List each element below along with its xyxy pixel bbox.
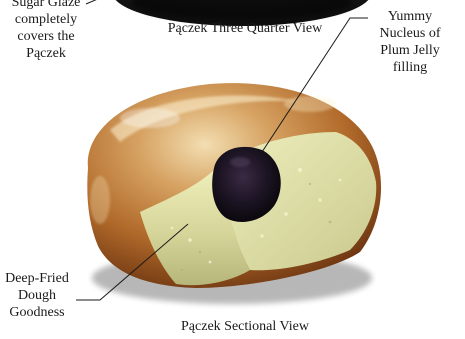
label-deep-fried-dough: Deep-Fried Dough Goodness: [0, 270, 74, 321]
caption-three-quarter-view: Pączek Three Quarter View: [150, 20, 340, 37]
label-plum-jelly: Yummy Nucleus of Plum Jelly filling: [360, 8, 460, 76]
label-plum-jelly-line-3: Plum Jelly: [360, 42, 460, 59]
caption-sectional-view: Pączek Sectional View: [150, 318, 340, 335]
label-deep-fried-dough-line-1: Deep-Fried: [0, 270, 74, 287]
label-deep-fried-dough-line-3: Goodness: [0, 304, 74, 321]
label-plum-jelly-line-2: Nucleus of: [360, 25, 460, 42]
label-deep-fried-dough-line-2: Dough: [0, 287, 74, 304]
label-sugar-glaze: Sugar Glaze completely covers the Pączek: [0, 0, 92, 62]
paczek-sectional-image: [87, 83, 381, 304]
label-sugar-glaze-line-3: covers the: [0, 28, 92, 45]
label-plum-jelly-line-4: filling: [360, 59, 460, 76]
label-plum-jelly-line-1: Yummy: [360, 8, 460, 25]
label-sugar-glaze-line-1: Sugar Glaze: [0, 0, 92, 11]
label-sugar-glaze-line-4: Pączek: [0, 45, 92, 62]
label-sugar-glaze-line-2: completely: [0, 11, 92, 28]
